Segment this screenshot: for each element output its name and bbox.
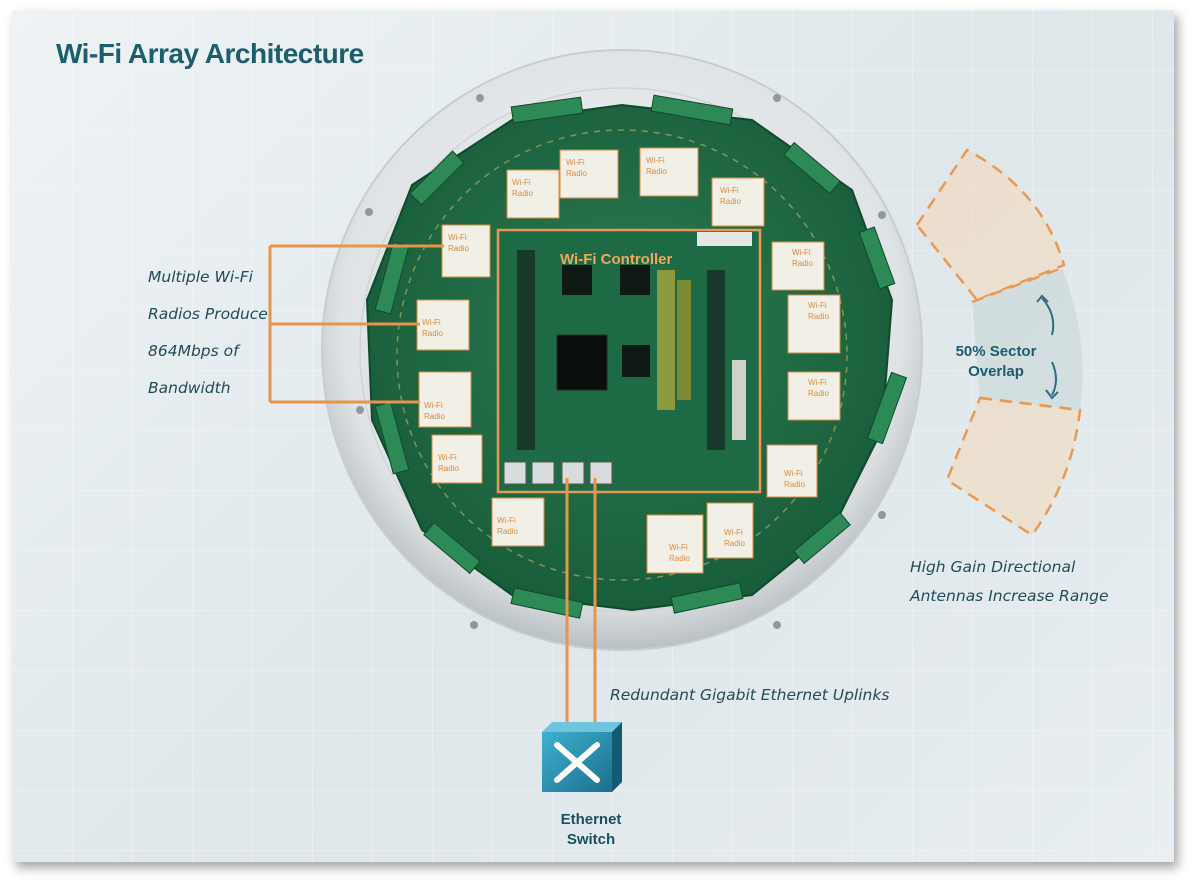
sector-overlap-line: Overlap xyxy=(968,363,1024,380)
svg-text:Wi-Fi: Wi-Fi xyxy=(566,158,585,167)
svg-text:Radio: Radio xyxy=(720,197,741,206)
svg-text:Wi-Fi: Wi-Fi xyxy=(792,248,811,257)
svg-text:Wi-Fi: Wi-Fi xyxy=(512,178,531,187)
svg-text:Wi-Fi: Wi-Fi xyxy=(448,233,467,242)
svg-text:Radio: Radio xyxy=(424,412,445,421)
radios-callout-line: Multiple Wi-Fi xyxy=(148,268,253,286)
svg-text:Radio: Radio xyxy=(497,527,518,536)
svg-text:Wi-Fi: Wi-Fi xyxy=(669,543,688,552)
svg-text:Radio: Radio xyxy=(646,167,667,176)
svg-text:Wi-Fi: Wi-Fi xyxy=(646,156,665,165)
radios-callout-line: Bandwidth xyxy=(148,379,231,397)
radios-callout-line: 864Mbps of xyxy=(148,342,239,360)
radios-callout-line: Radios Produce xyxy=(148,305,268,323)
radios-callout: Multiple Wi-Fi Radios Produce 864Mbps of… xyxy=(148,259,268,407)
controller-label: Wi-Fi Controller xyxy=(560,251,673,268)
svg-text:Radio: Radio xyxy=(724,539,745,548)
switch-label-line: Ethernet xyxy=(560,811,622,828)
uplinks-callout: Redundant Gigabit Ethernet Uplinks xyxy=(610,686,890,704)
ethernet-switch-label: Ethernet Switch xyxy=(540,810,642,850)
housing-screws xyxy=(356,94,886,629)
svg-text:Wi-Fi: Wi-Fi xyxy=(808,301,827,310)
svg-text:Wi-Fi: Wi-Fi xyxy=(438,453,457,462)
sector-overlap-line: 50% Sector xyxy=(955,343,1037,360)
svg-text:Radio: Radio xyxy=(669,554,690,563)
ethernet-uplinks xyxy=(565,478,597,732)
svg-text:Radio: Radio xyxy=(438,464,459,473)
svg-text:Radio: Radio xyxy=(448,244,469,253)
page-title: Wi-Fi Array Architecture xyxy=(56,38,364,69)
wifi-controller: Wi-Fi Controller xyxy=(496,228,762,494)
svg-text:Wi-Fi: Wi-Fi xyxy=(808,378,827,387)
svg-text:Wi-Fi: Wi-Fi xyxy=(497,516,516,525)
sector-overlap-label: 50% Sector Overlap xyxy=(950,342,1042,382)
svg-text:Radio: Radio xyxy=(808,312,829,321)
svg-text:Wi-Fi: Wi-Fi xyxy=(724,528,743,537)
sector-wedge-bottom xyxy=(945,396,1082,537)
sector-wedge-top xyxy=(915,148,1066,302)
svg-text:Radio: Radio xyxy=(784,480,805,489)
svg-text:Radio: Radio xyxy=(422,329,443,338)
svg-text:Radio: Radio xyxy=(808,389,829,398)
antennas-callout-line: High Gain Directional xyxy=(910,558,1076,576)
svg-text:Wi-Fi: Wi-Fi xyxy=(422,318,441,327)
svg-text:Radio: Radio xyxy=(512,189,533,198)
ethernet-switch-icon xyxy=(542,722,622,792)
antennas-callout: High Gain Directional Antennas Increase … xyxy=(910,553,1109,611)
svg-text:Wi-Fi: Wi-Fi xyxy=(720,186,739,195)
sector-overlap-arrow-icon xyxy=(1036,294,1059,400)
switch-label-line: Switch xyxy=(566,831,616,848)
svg-text:Radio: Radio xyxy=(792,259,813,268)
svg-text:Radio: Radio xyxy=(566,169,587,178)
antennas-callout-line: Antennas Increase Range xyxy=(910,587,1109,605)
sector-coverage xyxy=(915,148,1083,537)
radios-callout-bracket xyxy=(268,244,444,404)
svg-text:Wi-Fi: Wi-Fi xyxy=(784,469,803,478)
svg-text:Wi-Fi: Wi-Fi xyxy=(424,401,443,410)
